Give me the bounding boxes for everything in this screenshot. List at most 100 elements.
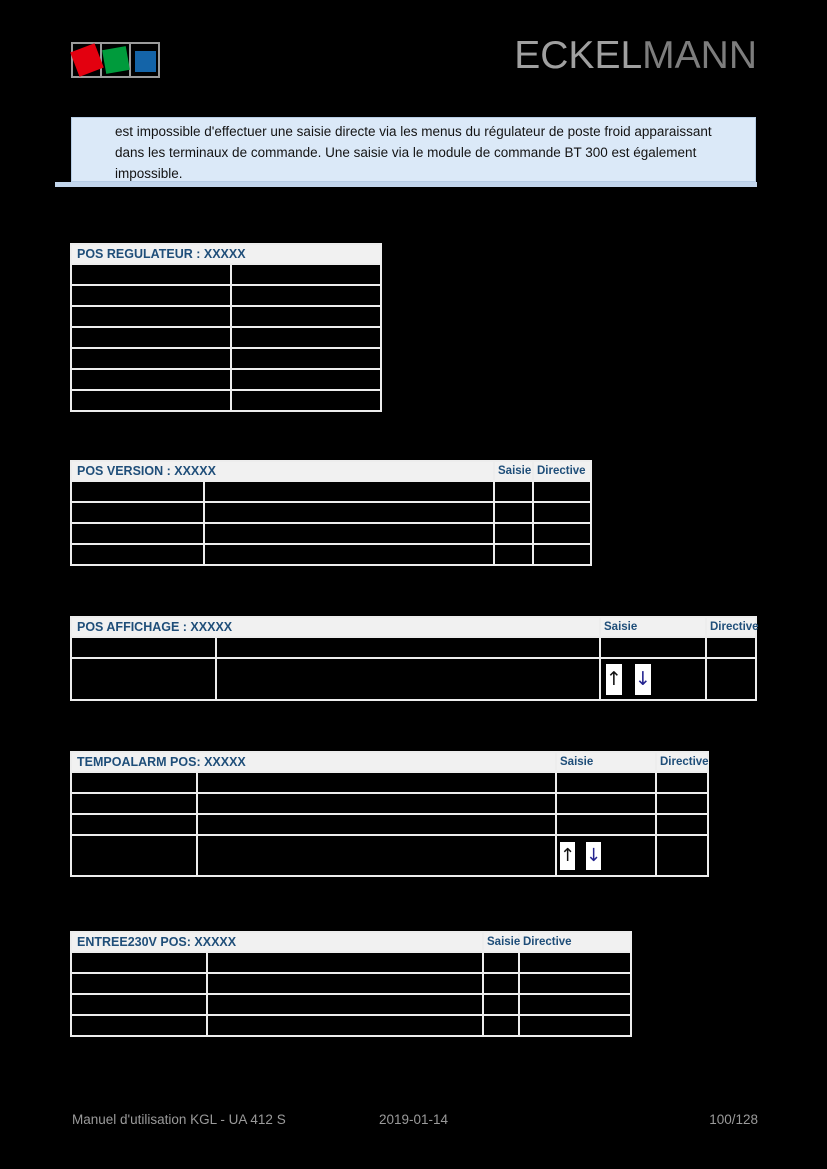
table-cell bbox=[70, 284, 232, 307]
table-title: TEMPOALARM POS: XXXXX bbox=[70, 751, 557, 773]
table-cell bbox=[203, 522, 495, 545]
directive-header: Directive bbox=[518, 931, 632, 953]
table-cell bbox=[482, 972, 520, 995]
table-row bbox=[70, 993, 632, 1016]
table-row bbox=[70, 480, 592, 503]
table-cell bbox=[206, 951, 484, 974]
table-cell bbox=[229, 284, 383, 307]
brand-wordmark: ECKELMANN bbox=[514, 36, 757, 75]
table-cell bbox=[518, 993, 632, 1016]
table-row bbox=[70, 368, 383, 391]
saisie-header: Saisie bbox=[493, 460, 534, 482]
table-cell bbox=[203, 501, 495, 524]
table-title: ENTREE230V POS: XXXXX bbox=[70, 931, 484, 953]
logo-cell bbox=[100, 42, 131, 78]
table-pos-affichage: POS AFFICHAGE : XXXXX Saisie Directive ↑… bbox=[70, 616, 759, 701]
table-cell bbox=[70, 326, 232, 349]
table-cell bbox=[555, 792, 657, 815]
table-cell bbox=[70, 972, 208, 995]
arrow-up-key-icon: ↑ bbox=[560, 841, 575, 870]
table-cell bbox=[215, 636, 601, 659]
table-row bbox=[70, 347, 383, 370]
saisie-header: Saisie bbox=[555, 751, 657, 773]
table-cell bbox=[532, 543, 592, 566]
table-row bbox=[70, 263, 383, 286]
table-cell bbox=[206, 993, 484, 1016]
table-row bbox=[70, 771, 709, 794]
table-cell bbox=[196, 792, 557, 815]
notice-line: dans les terminaux de commande. Une sais… bbox=[115, 145, 697, 160]
table-cell bbox=[705, 657, 757, 701]
cursor-keys: ↑ ↓ bbox=[601, 663, 705, 695]
table-cell bbox=[70, 263, 232, 286]
table-cell bbox=[70, 543, 205, 566]
table-cell bbox=[518, 972, 632, 995]
table-cell bbox=[196, 771, 557, 794]
table-row bbox=[70, 792, 709, 815]
table-cell bbox=[555, 771, 657, 794]
table-cell bbox=[203, 543, 495, 566]
table-cell bbox=[206, 972, 484, 995]
cursor-keys: ↑ ↓ bbox=[557, 841, 655, 870]
table-cell bbox=[229, 368, 383, 391]
notice-line: impossible. bbox=[115, 166, 183, 181]
table-cell bbox=[196, 813, 557, 836]
table-cell bbox=[70, 368, 232, 391]
table-tempoalarm: TEMPOALARM POS: XXXXX Saisie Directive ↑… bbox=[70, 751, 709, 877]
logo-cell bbox=[129, 42, 160, 78]
notice-bottom-rule bbox=[55, 182, 757, 187]
table-cell bbox=[532, 522, 592, 545]
footer-document-title: Manuel d'utilisation KGL - UA 412 S bbox=[72, 1112, 286, 1127]
arrow-up-key-icon: ↑ bbox=[606, 663, 622, 695]
table-cell bbox=[70, 501, 205, 524]
saisie-header: Saisie bbox=[482, 931, 520, 953]
table-row bbox=[70, 305, 383, 328]
logo-cell bbox=[69, 42, 104, 78]
table-cell bbox=[70, 813, 198, 836]
table-row bbox=[70, 813, 709, 836]
footer-date: 2019-01-14 bbox=[378, 1112, 449, 1127]
table-cell bbox=[655, 834, 709, 877]
table-cell bbox=[482, 993, 520, 1016]
arrow-down-key-icon: ↓ bbox=[586, 841, 601, 870]
table-cell bbox=[493, 501, 534, 524]
table-title: POS VERSION : XXXXX bbox=[70, 460, 495, 482]
eckelmann-logo-squares bbox=[69, 42, 160, 78]
table-cell bbox=[655, 792, 709, 815]
table-cell bbox=[70, 792, 198, 815]
table-cell bbox=[555, 813, 657, 836]
footer-page-number: 100/128 bbox=[709, 1112, 758, 1127]
table-cell bbox=[206, 1014, 484, 1037]
table-row bbox=[70, 284, 383, 307]
table-cell bbox=[482, 1014, 520, 1037]
table-cell bbox=[599, 636, 707, 659]
table-cell bbox=[70, 834, 198, 877]
table-cell bbox=[518, 951, 632, 974]
table-cell bbox=[70, 993, 208, 1016]
table-header-row: POS VERSION : XXXXX Saisie Directive bbox=[70, 460, 592, 482]
table-cell bbox=[70, 636, 217, 659]
table-row bbox=[70, 501, 592, 524]
table-cell bbox=[493, 543, 534, 566]
directive-header: Directive bbox=[655, 751, 709, 773]
blue-square-icon bbox=[135, 50, 156, 72]
table-cell bbox=[215, 657, 601, 701]
table-cell bbox=[532, 480, 592, 503]
table-pos-regulateur: POS REGULATEUR : XXXXX bbox=[69, 243, 383, 412]
brand-part1: ECKEL bbox=[514, 34, 643, 77]
brand-part2: MANN bbox=[642, 34, 757, 77]
table-cell bbox=[655, 813, 709, 836]
table-row bbox=[70, 522, 592, 545]
table-cell: ↑ ↓ bbox=[599, 657, 707, 701]
table-pos-version: POS VERSION : XXXXX Saisie Directive bbox=[70, 460, 592, 566]
table-cell bbox=[196, 834, 557, 877]
table-header-row: POS REGULATEUR : XXXXX bbox=[69, 243, 383, 265]
table-header-row: ENTREE230V POS: XXXXX Saisie Directive bbox=[70, 931, 632, 953]
table-header-row: POS AFFICHAGE : XXXXX Saisie Directive bbox=[70, 616, 759, 638]
table-cell bbox=[493, 480, 534, 503]
arrow-down-key-icon: ↓ bbox=[635, 663, 651, 695]
directive-header: Directive bbox=[532, 460, 592, 482]
green-square-icon bbox=[101, 46, 130, 74]
table-row: ↑ ↓ bbox=[70, 657, 757, 701]
